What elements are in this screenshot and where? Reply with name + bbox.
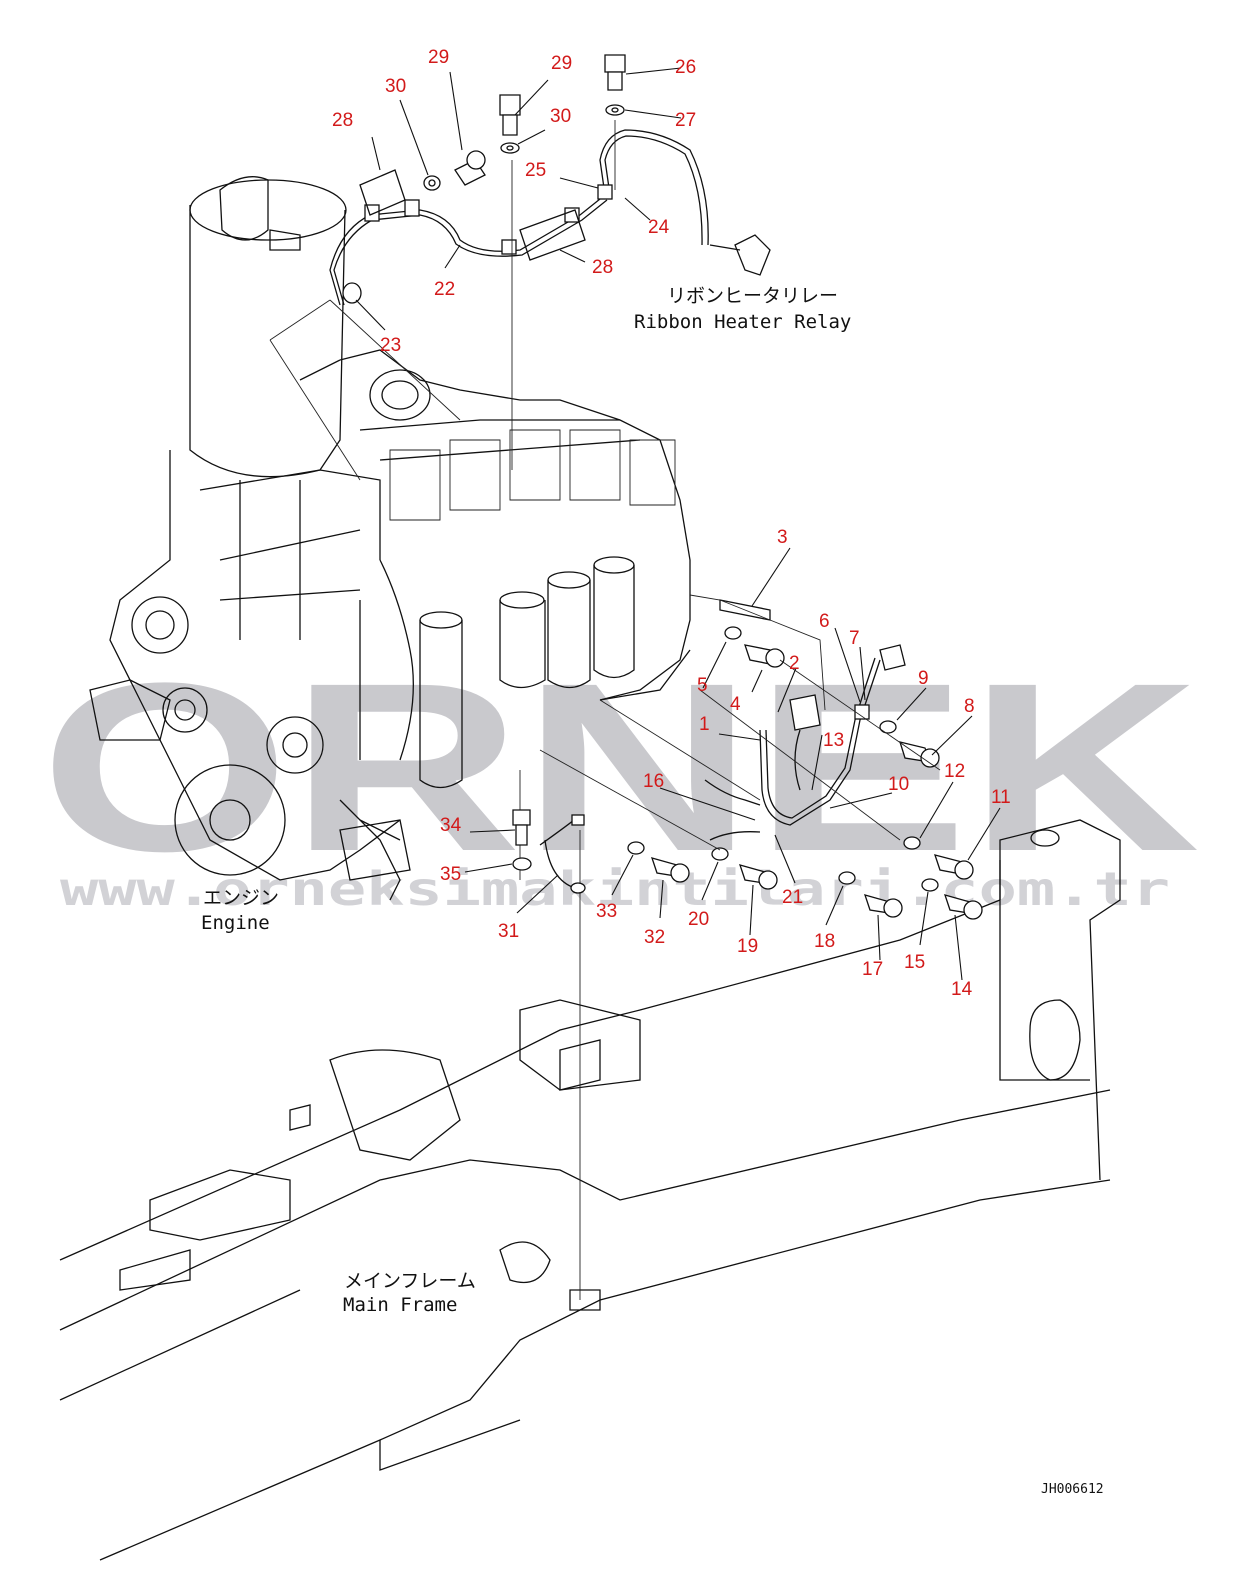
- callout-20: 20: [688, 909, 709, 930]
- ribbon-heater-relay-label-jp: リボンヒータリレー: [667, 285, 838, 307]
- callout-10: 10: [888, 774, 909, 795]
- callout-29b: 29: [551, 53, 572, 74]
- callout-11: 11: [991, 787, 1011, 808]
- part-labels: リボンヒータリレー Ribbon Heater Relay エンジン Engin…: [201, 285, 1104, 1497]
- harness-lower: [512, 594, 983, 920]
- callout-19: 19: [737, 936, 758, 957]
- callout-33: 33: [596, 901, 617, 922]
- drawing-code: JH006612: [1041, 1482, 1104, 1497]
- callout-29a: 29: [428, 47, 449, 68]
- callout-35: 35: [440, 864, 461, 885]
- engine-label-jp: エンジン: [203, 887, 279, 909]
- callout-30a: 30: [385, 76, 406, 97]
- callout-23: 23: [380, 335, 401, 356]
- callout-9: 9: [918, 668, 929, 689]
- callout-34: 34: [440, 815, 462, 836]
- callout-24: 24: [648, 217, 670, 238]
- callout-numbers: 29 29 26 30 30 27 28 25 24 28 22 23 3 6 …: [332, 47, 1011, 1000]
- main-frame-drawing: [59, 819, 1121, 1561]
- ribbon-heater-relay-label-en: Ribbon Heater Relay: [634, 311, 851, 333]
- callout-32: 32: [644, 927, 665, 948]
- callout-12: 12: [944, 761, 965, 782]
- callout-2: 2: [789, 653, 800, 674]
- callout-13: 13: [823, 730, 844, 751]
- main-frame-label-en: Main Frame: [343, 1294, 457, 1316]
- callout-22: 22: [434, 279, 455, 300]
- watermark: ORNEK www.orneksimakintilari.com.tr: [40, 633, 1200, 916]
- callout-18: 18: [814, 931, 835, 952]
- callout-17: 17: [862, 959, 883, 980]
- callout-3: 3: [777, 527, 788, 548]
- watermark-brand: ORNEK: [40, 633, 1200, 901]
- callout-4: 4: [730, 694, 741, 715]
- callout-30b: 30: [550, 106, 571, 127]
- callout-5: 5: [697, 675, 708, 696]
- callout-8: 8: [964, 696, 975, 717]
- callout-15: 15: [904, 952, 925, 973]
- callout-14: 14: [951, 979, 973, 1000]
- leader-lines: [355, 67, 1001, 981]
- engine-drawing: [89, 176, 691, 901]
- callout-16: 16: [643, 771, 664, 792]
- callout-7: 7: [849, 628, 860, 649]
- callout-31: 31: [498, 921, 519, 942]
- callout-21: 21: [782, 887, 803, 908]
- callout-25: 25: [525, 160, 546, 181]
- callout-27: 27: [675, 110, 696, 131]
- main-frame-label-jp: メインフレーム: [344, 1270, 476, 1292]
- callout-6: 6: [819, 611, 830, 632]
- callout-26: 26: [675, 57, 696, 78]
- engine-label-en: Engine: [201, 912, 270, 934]
- callout-1: 1: [699, 714, 710, 735]
- callout-28a: 28: [332, 110, 353, 131]
- callout-28b: 28: [592, 257, 613, 278]
